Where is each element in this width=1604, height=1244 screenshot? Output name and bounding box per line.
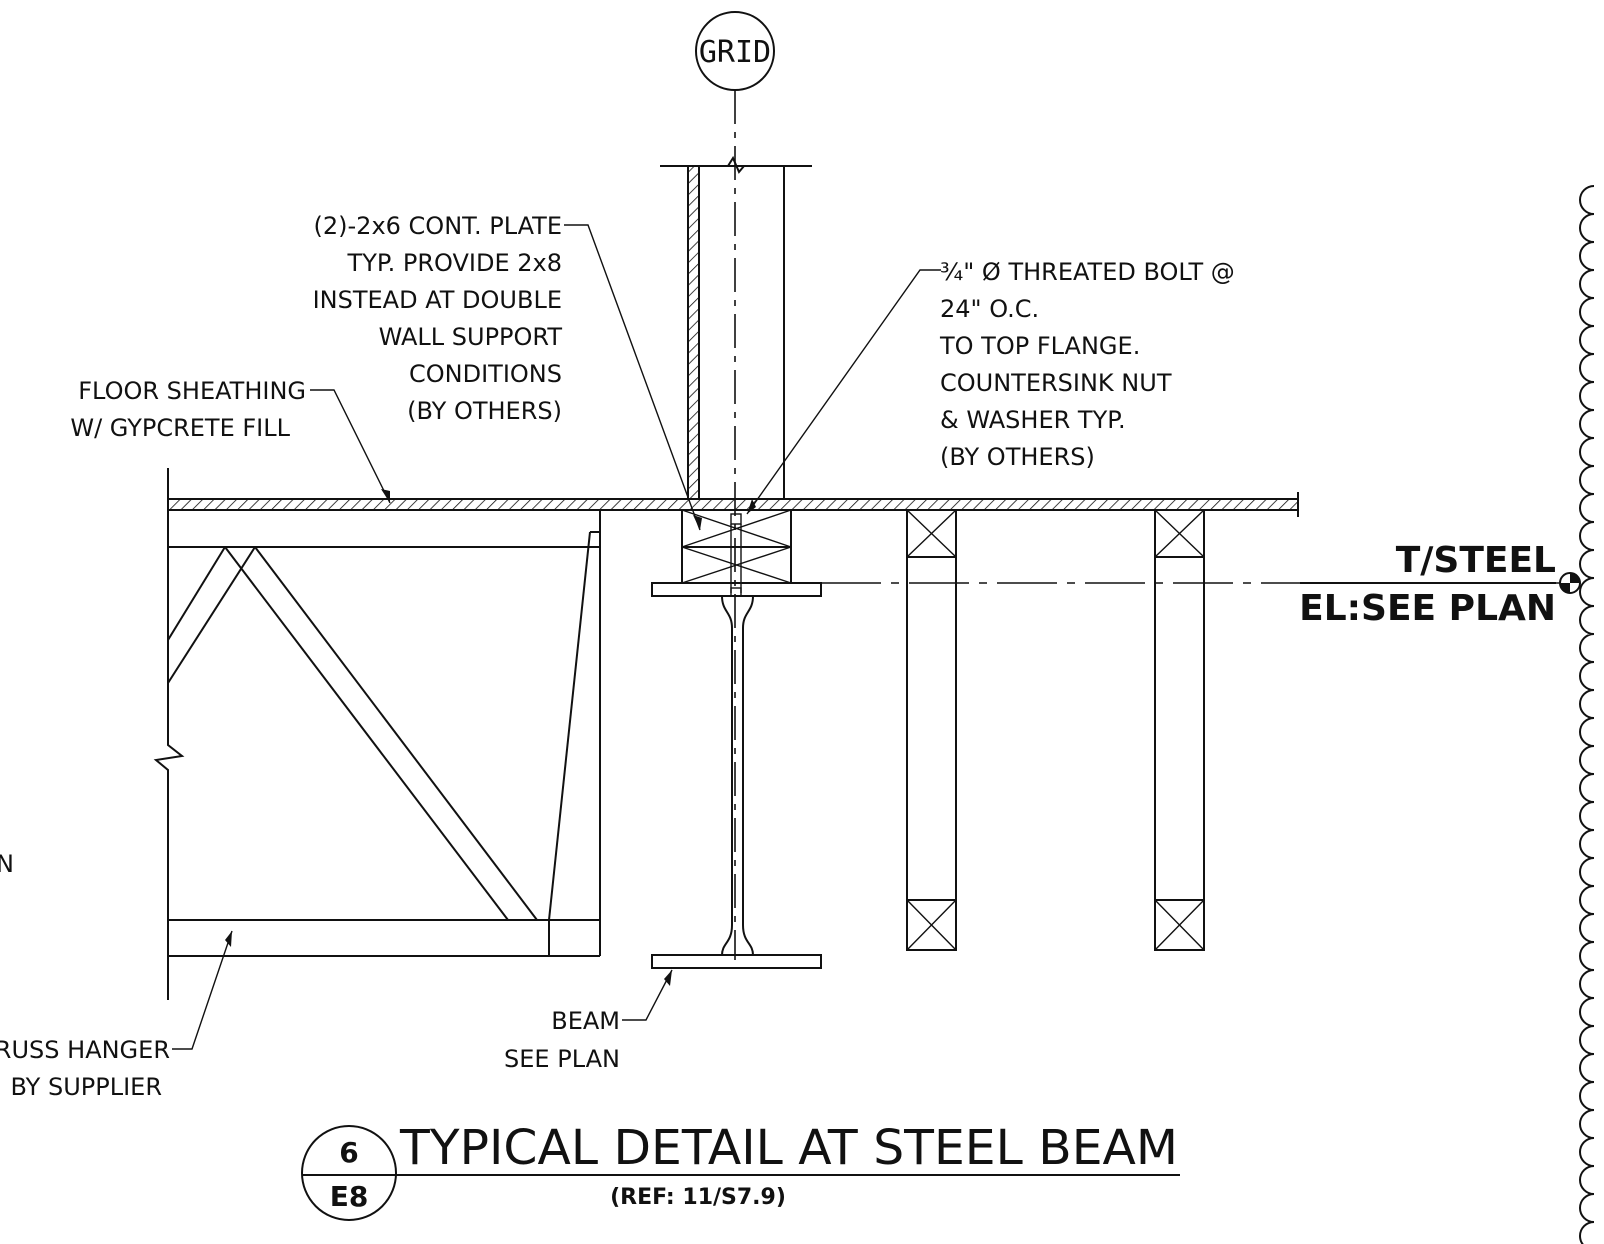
cont-plate-line-4: WALL SUPPORT [379, 323, 563, 351]
truss-hanger-line-1: TRUSS HANGER [0, 1036, 170, 1064]
beam-line-1: BEAM [551, 1007, 620, 1035]
elevation-line-2: EL:SEE PLAN [1299, 588, 1556, 629]
revision-cloud [1579, 185, 1595, 1244]
note-floor-sheathing: FLOOR SHEATHING W/ GYPCRETE FILL [70, 377, 306, 442]
cut-off-text-fragment: N [0, 850, 14, 878]
left-support-line [153, 468, 185, 1000]
grid-bubble: GRID [695, 11, 775, 91]
beam-line-2: SEE PLAN [504, 1045, 620, 1073]
note-bolt: ¾" Ø THREATED BOLT @ 24" O.C. TO TOP FLA… [939, 258, 1235, 471]
steel-beam [651, 582, 822, 969]
title-block: 6 E8 TYPICAL DETAIL AT STEEL BEAM (REF: … [301, 1120, 1180, 1221]
note-beam: BEAM SEE PLAN [504, 1007, 620, 1073]
floor-sheathing-line-1: FLOOR SHEATHING [78, 377, 306, 405]
leaders [172, 224, 941, 1050]
cont-plate-line-1: (2)-2x6 CONT. PLATE [314, 212, 562, 240]
floor-sheathing [167, 492, 1299, 517]
cont-plate-line-2: TYP. PROVIDE 2x8 [347, 249, 562, 277]
cont-plate [681, 509, 792, 584]
elevation-line-1: T/STEEL [1396, 540, 1556, 581]
joist-1 [906, 509, 957, 951]
bolt-line-1: ¾" Ø THREATED BOLT @ [940, 258, 1235, 286]
bolt-line-5: & WASHER TYP. [940, 406, 1126, 434]
sheet-number: E8 [330, 1180, 369, 1213]
detail-reference: (REF: 11/S7.9) [610, 1185, 786, 1210]
note-truss-hanger: TRUSS HANGER BY SUPPLIER [0, 1036, 170, 1101]
cont-plate-line-6: (BY OTHERS) [407, 397, 562, 425]
elevation-marker [1559, 572, 1581, 594]
bolt-line-4: COUNTERSINK NUT [940, 369, 1172, 397]
cont-plate-line-5: CONDITIONS [409, 360, 562, 388]
cont-plate-line-3: INSTEAD AT DOUBLE [313, 286, 562, 314]
truss-hanger-line-2: BY SUPPLIER [11, 1073, 162, 1101]
bolt-line-6: (BY OTHERS) [940, 443, 1095, 471]
floor-sheathing-line-2: W/ GYPCRETE FILL [70, 414, 290, 442]
detail-title: TYPICAL DETAIL AT STEEL BEAM [399, 1120, 1178, 1176]
note-cont-plate: (2)-2x6 CONT. PLATE TYP. PROVIDE 2x8 INS… [313, 212, 563, 425]
bolt-line-3: TO TOP FLANGE. [939, 332, 1140, 360]
floor-truss [167, 510, 601, 957]
joist-2 [1154, 509, 1205, 951]
bolt-line-2: 24" O.C. [940, 295, 1039, 323]
wall-above [660, 155, 812, 500]
threaded-bolt [730, 513, 742, 597]
detail-number: 6 [339, 1136, 358, 1169]
grid-label: GRID [699, 35, 771, 70]
